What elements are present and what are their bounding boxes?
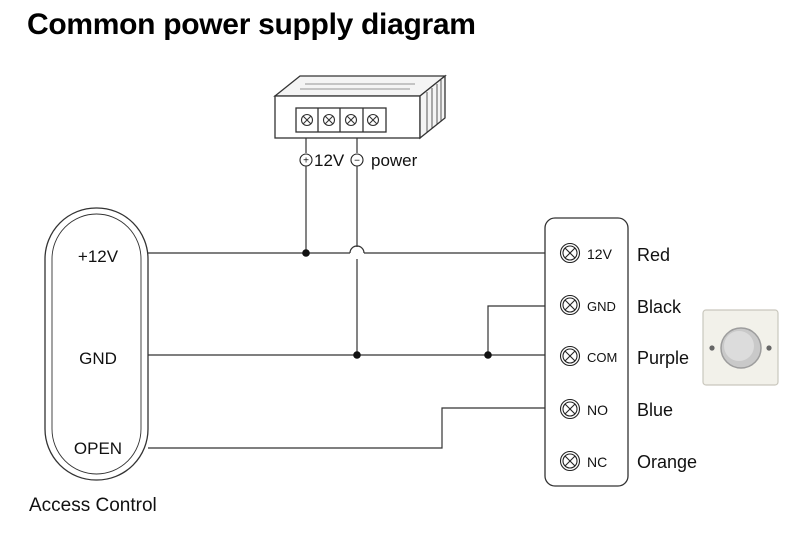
plus-symbol: + [303,156,309,167]
wire-color-purple: Purple [637,348,689,368]
button-terminal-12v: 12V [587,246,613,262]
power-supply-unit [273,74,447,140]
button-screw-icons [559,242,581,472]
access-control-terminal-open: OPEN [74,439,122,458]
wire-color-black: Black [637,297,682,317]
wire-color-orange: Orange [637,452,697,472]
button-terminal-gnd: GND [587,299,616,314]
access-control-label: Access Control [29,495,157,516]
button-terminal-no: NO [587,402,608,418]
button-terminal-block [544,217,629,487]
wires [148,138,557,449]
wire-color-blue: Blue [637,400,673,420]
minus-symbol: − [354,156,360,167]
wire-color-red: Red [637,245,670,265]
plus-terminal-icon: + [299,153,313,167]
access-control-terminal-gnd: GND [79,349,117,368]
power-supply-screw-icons [300,113,380,127]
power-voltage-label: 12V [314,151,345,170]
button-terminal-nc: NC [587,454,607,470]
minus-terminal-icon: − [350,153,364,167]
button-terminal-com: COM [587,350,617,365]
power-label: power [371,151,418,170]
exit-button-icon [702,309,779,386]
diagram-title: Common power supply diagram [27,8,476,41]
access-control-unit [44,207,149,481]
wire-junction-dots [302,249,492,359]
access-control-terminal-12v: +12V [78,247,119,266]
